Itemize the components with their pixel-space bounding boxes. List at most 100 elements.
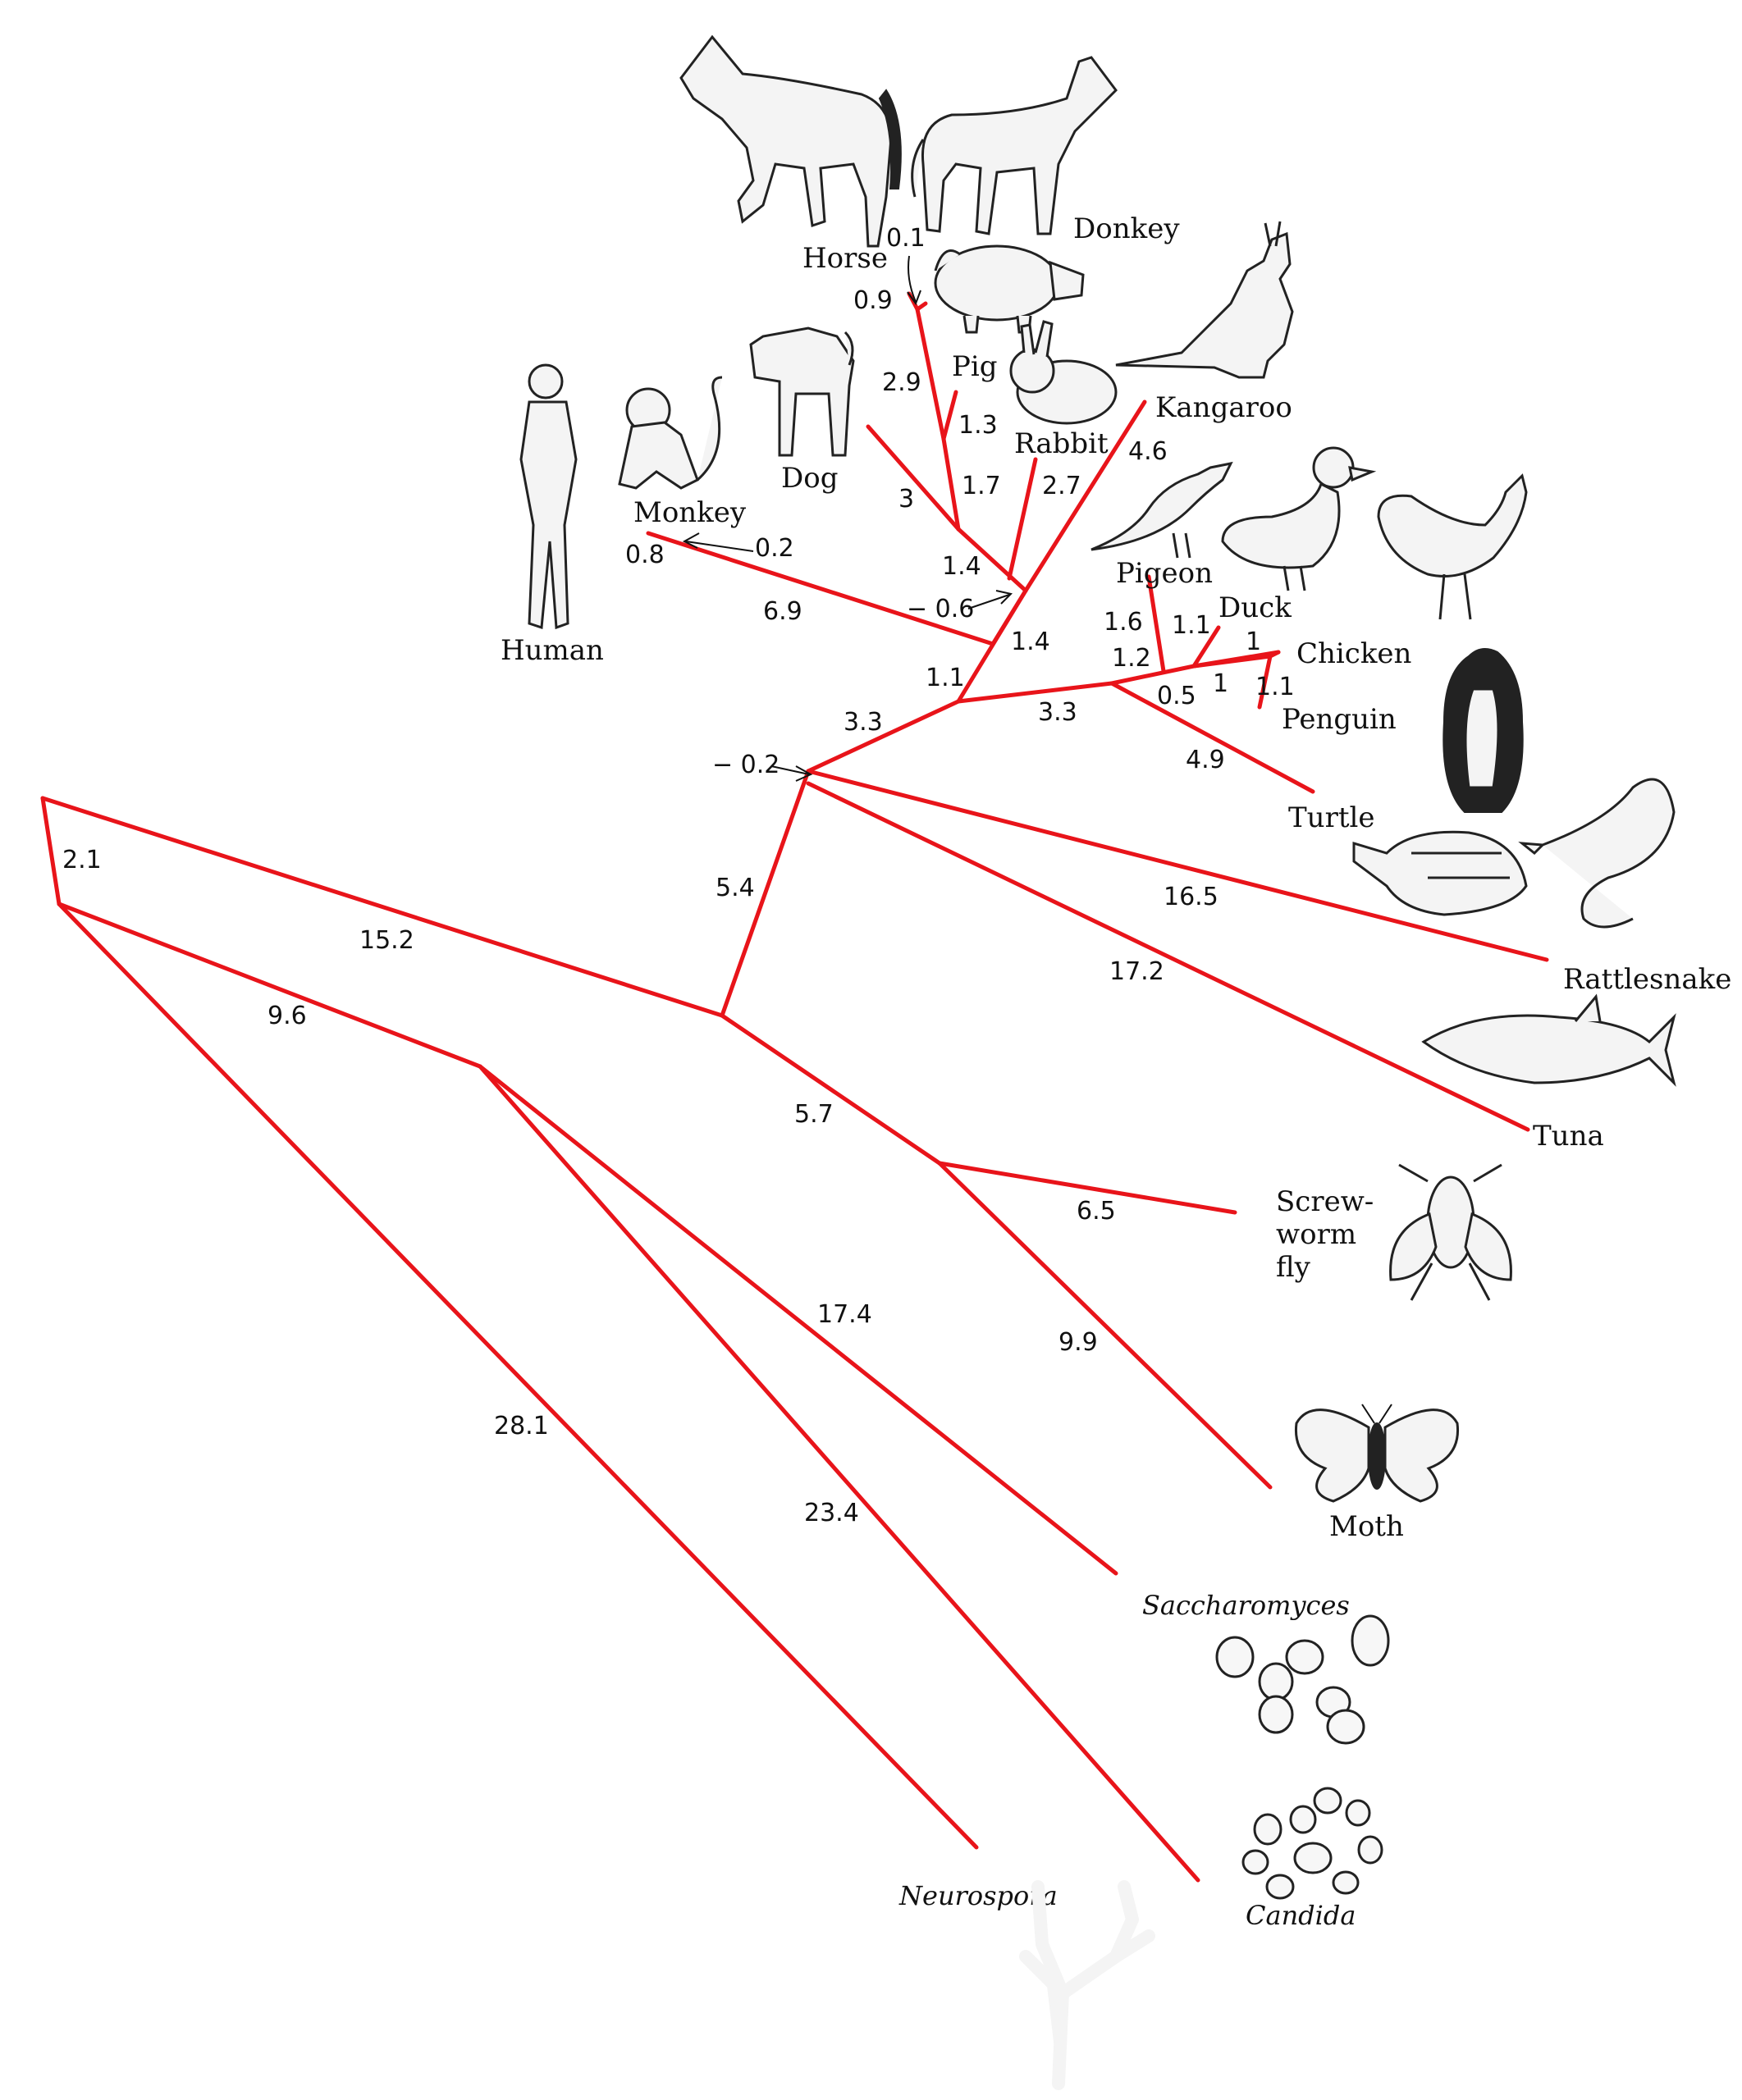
blen-pigeon: 1.6 — [1104, 608, 1143, 637]
branch-screwworm — [937, 1161, 1237, 1215]
branch-primate — [646, 531, 995, 646]
blen-chicken-penguin: 0.5 — [1157, 682, 1196, 710]
blen-rabbit: 2.7 — [1042, 472, 1081, 500]
blen-mammal-stem: 1.1 — [926, 664, 965, 692]
blen-equine-stem: 2.9 — [882, 368, 921, 397]
saccharomyces-cells-illustration — [1215, 1614, 1390, 1745]
organism-illustrations — [519, 34, 1676, 2090]
branch-bird-node — [1109, 664, 1196, 686]
branch-penguin — [1257, 654, 1273, 710]
blen-chicken: 1 — [1246, 628, 1261, 656]
chicken-illustration — [1377, 473, 1528, 620]
arrow-monkey — [685, 541, 754, 552]
label-kangaroo: Kangaroo — [1155, 391, 1292, 424]
branch-length-labels: 0.1 0.9 2.9 1.3 1.7 2.7 4.6 3 1.4 − 0.6 … — [62, 224, 1295, 1527]
blen-screwworm: 6.5 — [1077, 1197, 1116, 1226]
branch-duck — [1191, 625, 1221, 669]
blen-turtle: 4.9 — [1186, 746, 1225, 774]
branch-candida — [478, 1064, 1200, 1883]
branch-equine-stem — [915, 307, 946, 441]
annotation-arrows — [682, 255, 1013, 782]
blen-fungi-stem: 9.6 — [267, 1002, 307, 1030]
blen-neurospora: 28.1 — [494, 1412, 549, 1440]
donkey-illustration — [911, 56, 1118, 235]
branch-vertebrate-stem — [720, 769, 811, 1018]
label-turtle: Turtle — [1288, 801, 1375, 834]
rabbit-illustration — [1009, 320, 1118, 425]
penguin-illustration — [1443, 648, 1524, 813]
branch-donkey — [915, 301, 928, 312]
horse-illustration — [679, 34, 902, 248]
arrow-vertebrate-adj-head — [795, 765, 813, 782]
label-screwworm-line2: worm — [1276, 1218, 1356, 1251]
blen-primate: 6.9 — [763, 597, 802, 626]
branch-pigeon — [1146, 574, 1166, 673]
blen-bird-stem: 3.3 — [1038, 698, 1077, 727]
blen-horse: 0.9 — [853, 286, 893, 315]
kangaroo-illustration — [1115, 221, 1294, 379]
branch-pig — [941, 390, 958, 441]
blen-pig: 1.3 — [958, 411, 998, 440]
rattlesnake-illustration — [1518, 778, 1676, 929]
label-candida: Candida — [1246, 1900, 1356, 1931]
label-saccharomyces: Saccharomyces — [1142, 1590, 1350, 1621]
blen-duck: 1.1 — [1172, 611, 1211, 640]
duck-illustration — [1221, 446, 1377, 591]
blen-penguin-a: 1 — [1213, 669, 1228, 698]
neurospora-hyphae-illustration — [1019, 1880, 1155, 2090]
label-tuna: Tuna — [1533, 1120, 1604, 1153]
label-rattlesnake: Rattlesnake — [1563, 963, 1731, 996]
branch-placental-stem — [990, 588, 1028, 646]
branch-fungi-stem — [57, 902, 482, 1069]
candida-cells-illustration — [1241, 1787, 1383, 1900]
blen-amniote-stem: 3.3 — [844, 708, 883, 737]
label-moth: Moth — [1329, 1510, 1404, 1543]
label-human: Human — [501, 634, 604, 667]
branch-chicken-ext — [1191, 650, 1281, 669]
branch-bird-stem — [956, 681, 1114, 704]
blen-rattlesnake: 16.5 — [1164, 883, 1218, 911]
arrow-vertebrate-adj — [770, 765, 810, 775]
blen-animal-stem: 15.2 — [359, 926, 414, 955]
branch-amniote-stem — [806, 699, 961, 774]
blen-placental-stem: 1.4 — [1011, 628, 1050, 656]
monkey-illustration — [618, 376, 723, 490]
label-horse: Horse — [802, 242, 888, 275]
branch-turtle — [1109, 681, 1315, 794]
moth-illustration — [1294, 1404, 1460, 1503]
branch-placental-node — [956, 527, 1028, 593]
branch-ungulate-stem — [941, 436, 961, 532]
branch-kangaroo — [1023, 399, 1147, 593]
blen-human: 0.8 — [625, 541, 665, 569]
arrow-placental-adj — [967, 594, 1010, 609]
blen-saccharomyces: 17.4 — [817, 1300, 872, 1329]
branch-moth — [937, 1161, 1273, 1490]
taxon-labels: Horse Donkey Pig Kangaroo Dog Rabbit Mon… — [501, 212, 1731, 1931]
blen-dog: 3 — [898, 485, 914, 514]
branch-animal-stem — [40, 796, 725, 1018]
label-chicken: Chicken — [1296, 637, 1411, 670]
dog-illustration — [749, 326, 855, 457]
arrow-placental-adj-head — [995, 590, 1013, 605]
arrow-monkey-head — [682, 532, 700, 549]
blen-bird-node: 1.2 — [1112, 644, 1151, 673]
branch-rabbit — [1007, 457, 1038, 581]
label-monkey: Monkey — [633, 496, 747, 529]
branch-insect-stem — [720, 1013, 942, 1166]
blen-carnivore-node: 1.4 — [942, 552, 981, 581]
blen-monkey: 0.2 — [755, 534, 794, 563]
label-penguin: Penguin — [1282, 703, 1397, 736]
blen-placental-adj: − 0.6 — [907, 595, 974, 623]
tuna-illustration — [1421, 993, 1676, 1087]
blen-tuna: 17.2 — [1109, 957, 1164, 986]
label-pig: Pig — [952, 350, 998, 383]
label-screwworm-line1: Screw- — [1276, 1185, 1374, 1218]
label-donkey: Donkey — [1073, 212, 1180, 245]
turtle-illustration — [1352, 830, 1528, 916]
blen-vertebrate-stem: 5.4 — [716, 874, 755, 902]
branch-tuna — [806, 781, 1530, 1132]
tree-branches — [40, 291, 1549, 1883]
label-pigeon: Pigeon — [1116, 557, 1213, 590]
label-duck: Duck — [1218, 591, 1292, 624]
